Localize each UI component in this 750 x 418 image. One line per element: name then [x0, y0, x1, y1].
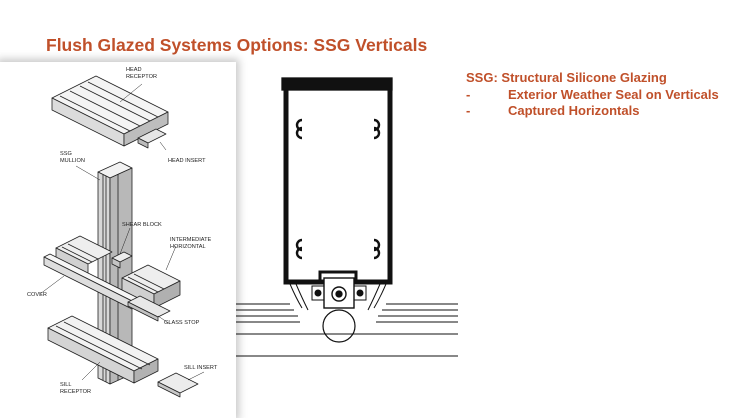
label-cover: COVER [27, 292, 47, 298]
cover-part [43, 253, 139, 310]
ssg-mullion-part [97, 161, 133, 385]
notes-block: SSG: Structural Silicone Glazing - Exteri… [466, 70, 719, 120]
label-sill-receptor: SILL RECEPTOR [60, 382, 91, 395]
sill-receptor-part [47, 315, 159, 384]
exploded-assembly-diagram: HEAD RECEPTOR HEAD INSERT SSG MULLION SH… [0, 62, 236, 418]
exploded-assembly-drawing [39, 75, 205, 398]
label-sill-insert: SILL INSERT [184, 365, 218, 371]
notes-heading: SSG: Structural Silicone Glazing [466, 70, 667, 85]
head-receptor-part [51, 75, 169, 147]
pressure-plate-and-fastener [322, 277, 356, 343]
note-bullet: - [466, 86, 471, 102]
mullion-tube-section [281, 77, 393, 285]
note-text: Exterior Weather Seal on Verticals [508, 86, 719, 102]
slide-title: Flush Glazed Systems Options: SSG Vertic… [46, 35, 428, 55]
note-bullet: - [466, 103, 471, 118]
glass-stop-part [127, 295, 171, 322]
label-glass-stop: GLASS STOP [164, 320, 200, 326]
sill-insert-part [157, 372, 199, 398]
note-text: Captured Horizontals [508, 103, 640, 118]
note-item: - Captured Horizontals [466, 103, 719, 120]
label-ssg-mullion: SSG MULLION [60, 151, 85, 164]
note-item: - Exterior Weather Seal on Verticals [466, 87, 719, 104]
leader-lines [39, 83, 205, 381]
label-shear-block: SHEAR BLOCK [122, 222, 162, 228]
ssg-vertical-section-drawing [236, 77, 458, 357]
head-insert-part [137, 128, 167, 149]
label-intermediate-horizontal: INTERMEDIATE HORIZONTAL [170, 237, 212, 250]
label-head-receptor: HEAD RECEPTOR [126, 67, 157, 80]
label-head-insert: HEAD INSERT [168, 158, 206, 164]
